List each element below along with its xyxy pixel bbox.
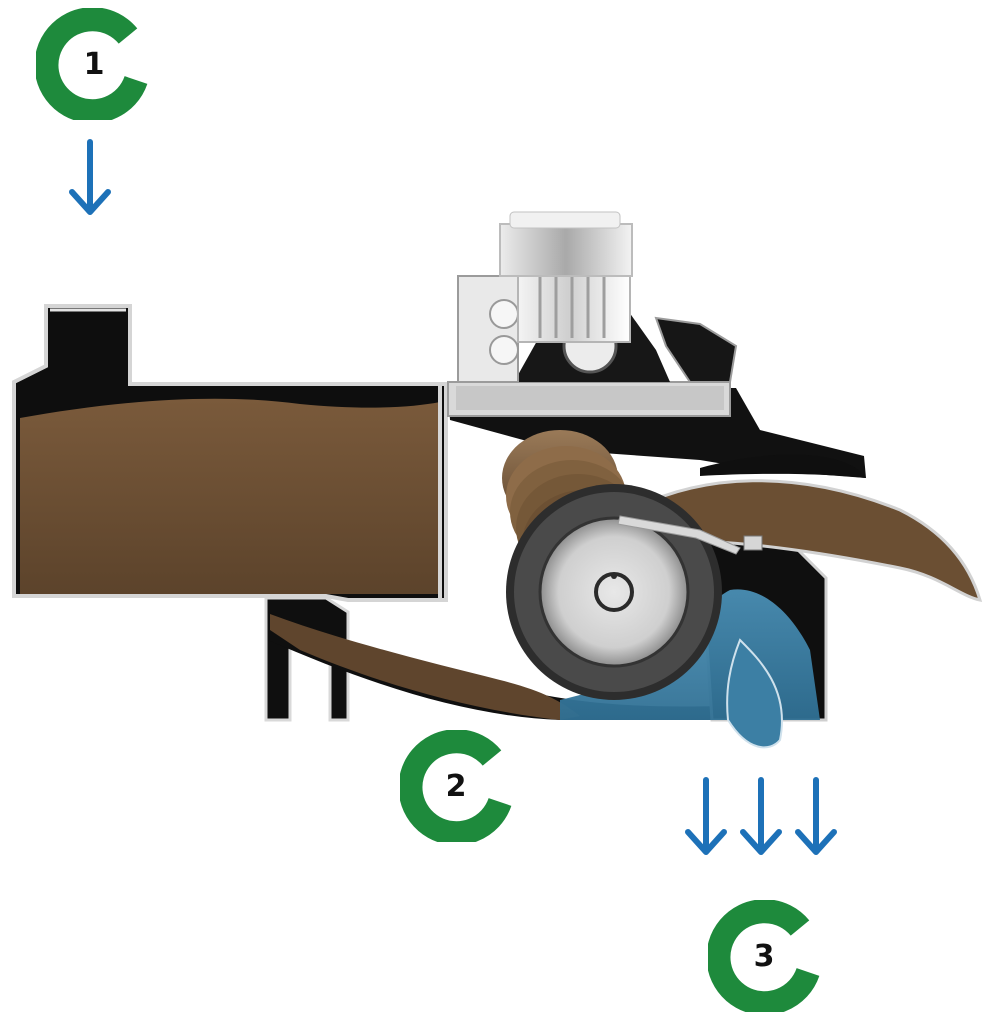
gearbox bbox=[457, 275, 519, 383]
step-number: 1 bbox=[83, 46, 105, 82]
outflow-arrows bbox=[685, 777, 837, 855]
inflow-arrow bbox=[69, 139, 111, 215]
bracket-arm bbox=[654, 316, 738, 383]
discharge-chute bbox=[617, 479, 983, 602]
motor-cap bbox=[499, 223, 633, 277]
step-ring-icon bbox=[36, 8, 148, 120]
sludge-flow-lower bbox=[270, 614, 580, 720]
water-outlet-flap bbox=[726, 638, 783, 749]
motor-body bbox=[517, 265, 631, 343]
arrow-down-icon bbox=[795, 777, 837, 855]
step-number: 3 bbox=[753, 938, 775, 974]
step-badge-2: 2 bbox=[400, 730, 512, 842]
sludge-in-tank bbox=[20, 398, 440, 594]
arrow-down-icon bbox=[685, 777, 727, 855]
step-ring-icon bbox=[400, 730, 512, 842]
roller-drum bbox=[506, 484, 722, 700]
step-badge-3: 3 bbox=[708, 900, 820, 1012]
scraper-bar bbox=[617, 515, 741, 555]
step-number: 2 bbox=[445, 768, 467, 804]
step-badge-1: 1 bbox=[36, 8, 148, 120]
step-ring-icon bbox=[708, 900, 820, 1012]
arrow-down-icon bbox=[740, 777, 782, 855]
